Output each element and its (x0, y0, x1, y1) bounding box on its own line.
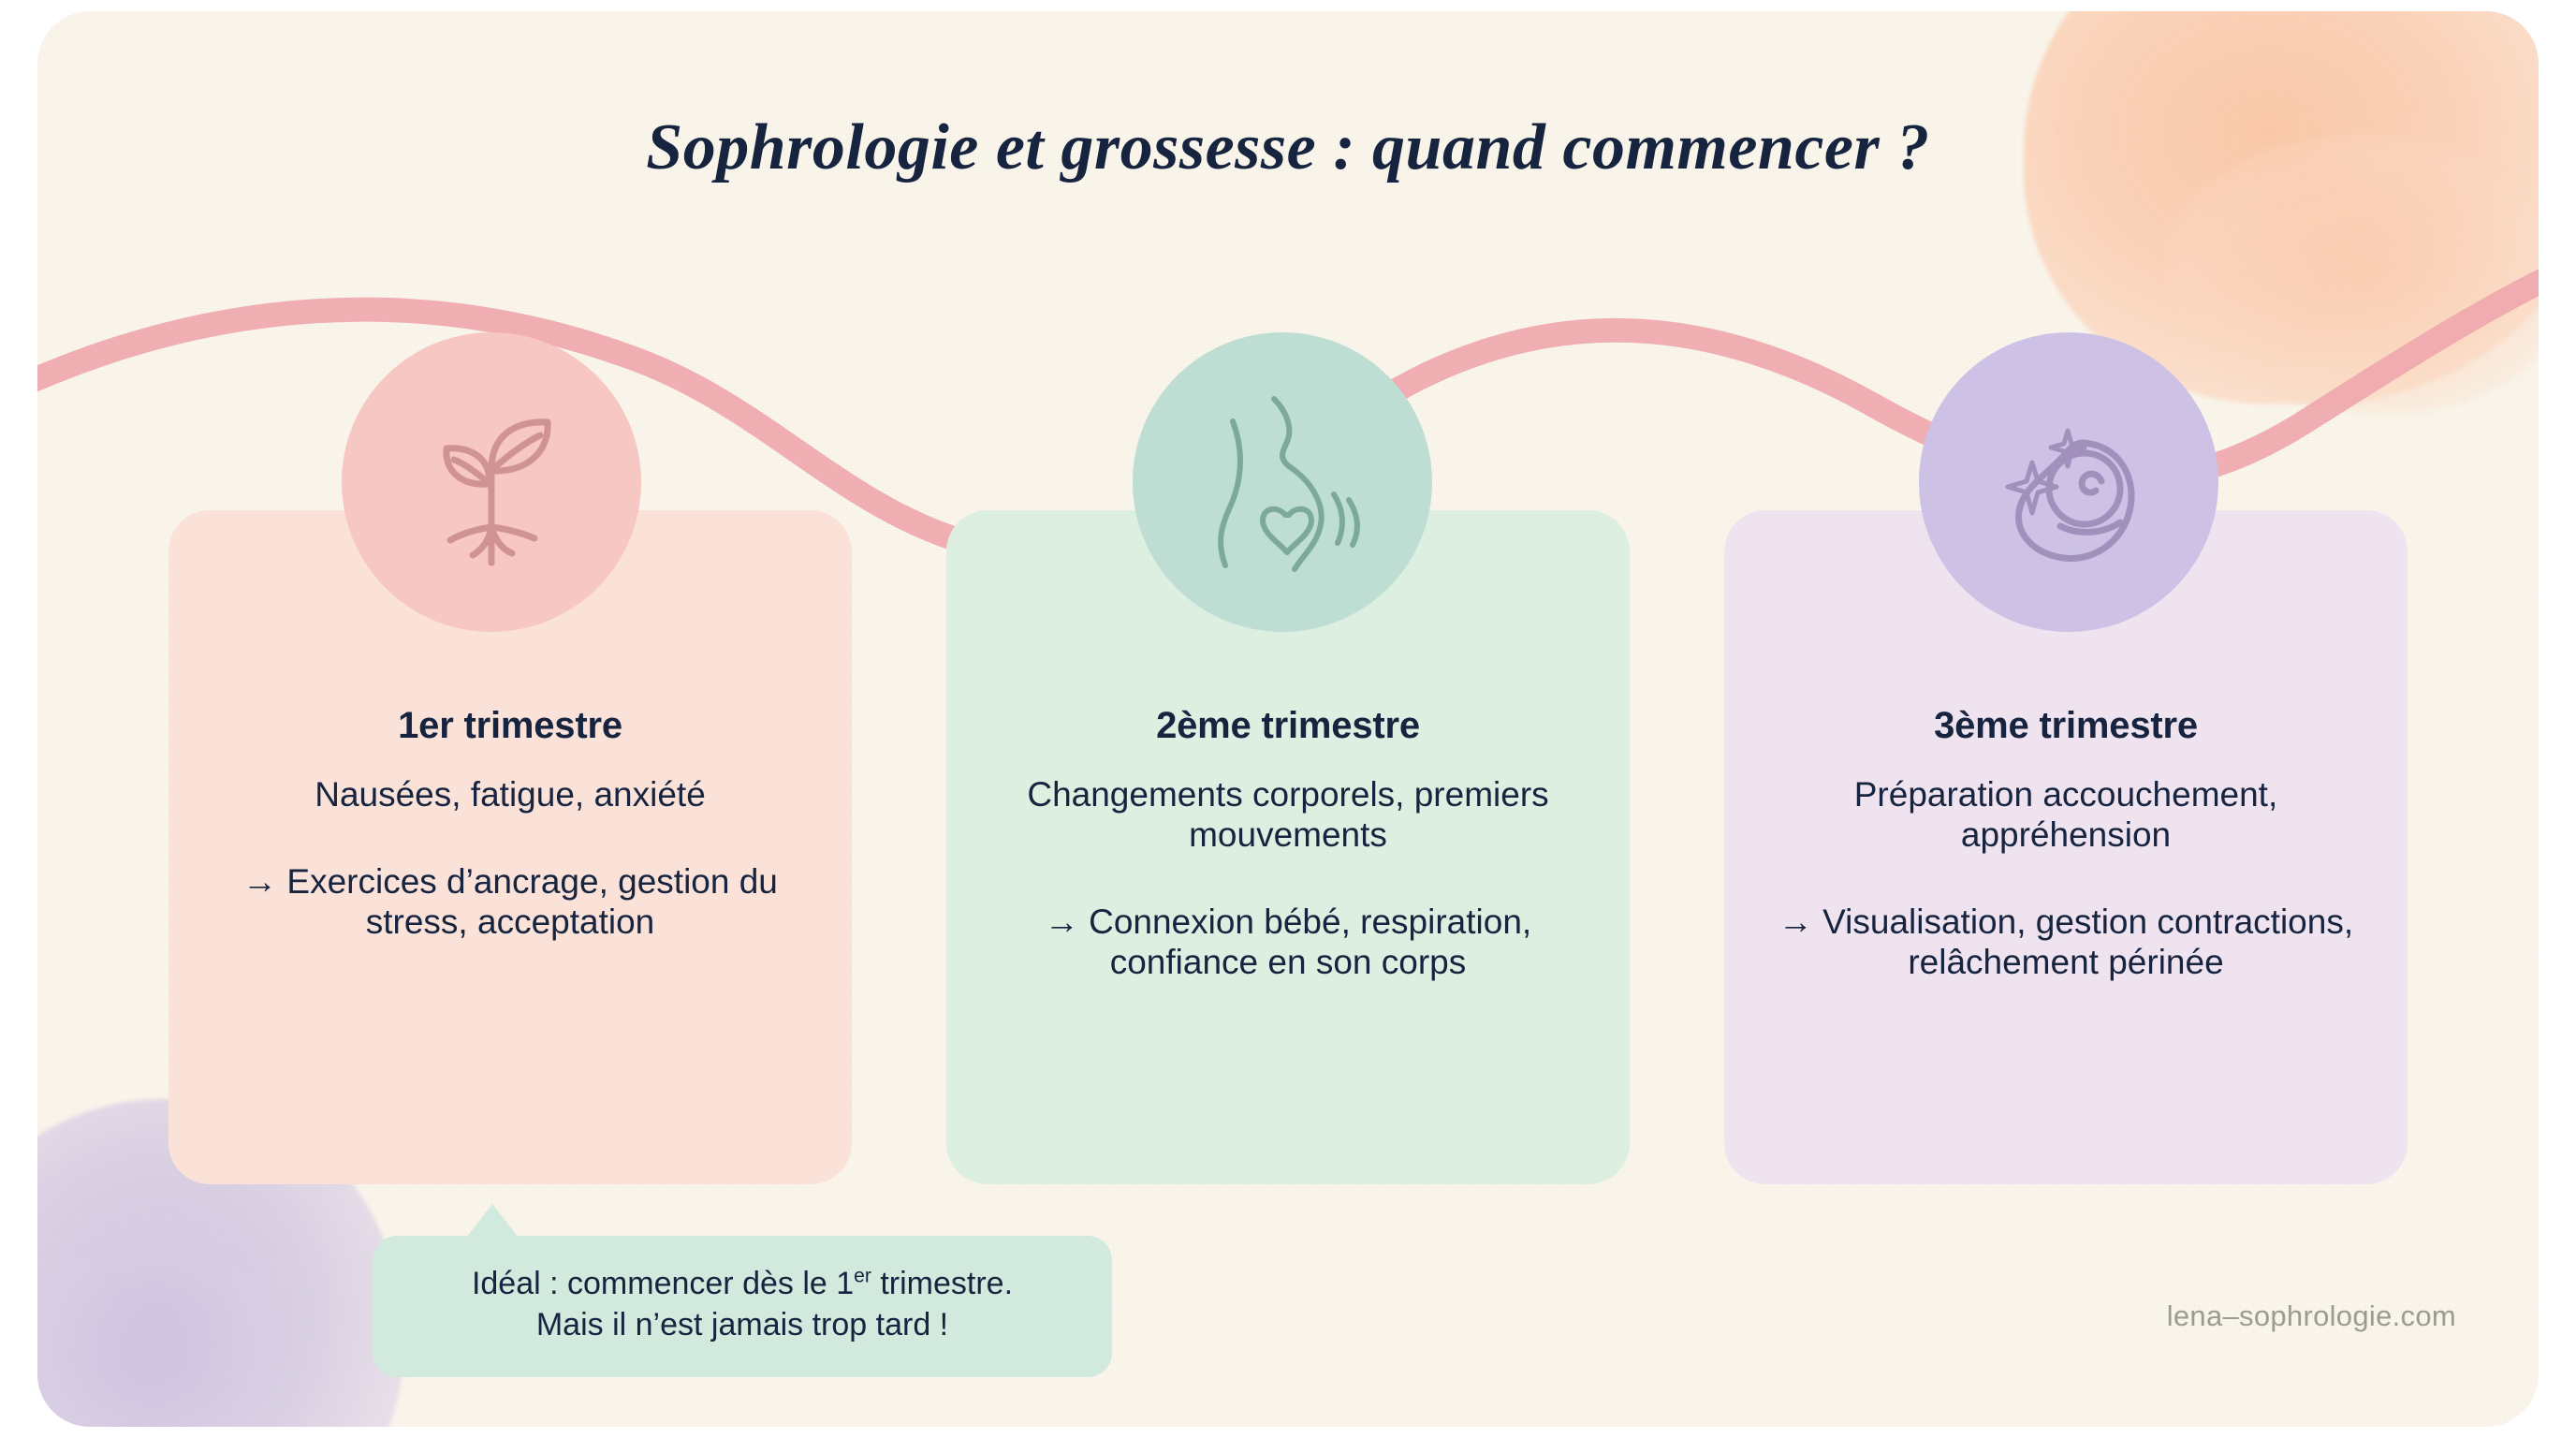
card-symptoms-trimester-1: Nausées, fatigue, anxiété (315, 775, 706, 814)
card-symptoms-trimester-3: Préparation accouchement, appréhension (1853, 775, 2278, 854)
lavender-watercolor-blob-secondary (37, 1240, 290, 1427)
sprout-icon (443, 418, 551, 566)
card-title-trimester-3: 3ème trimestre (1934, 705, 2198, 746)
callout-line-1-before: Idéal : commencer dès le 1 (471, 1266, 855, 1301)
card-title-trimester-2: 2ème trimestre (1156, 705, 1420, 746)
callout-line-2: Mais il n’est jamais trop tard ! (535, 1306, 949, 1343)
card-actions-text-trimester-3: Visualisation, gestion contractions, rel… (1822, 902, 2354, 981)
arrow-right-icon: → (242, 861, 278, 901)
arrow-right-icon: → (1778, 902, 1813, 941)
arrow-right-icon: → (1044, 902, 1079, 941)
pregnant-silhouette-icon (1218, 396, 1360, 572)
callout-bubble: Idéal : commencer dès le 1er trimestre. … (373, 1204, 1112, 1378)
card-actions-text-trimester-1: Exercices d’ancrage, gestion du stress, … (286, 861, 778, 941)
callout-tail-icon (466, 1204, 519, 1238)
card-actions-trimester-2: → Connexion bébé, respiration, confiance… (946, 902, 1630, 983)
callout-line-1: Idéal : commencer dès le 1er trimestre. (404, 1264, 1080, 1305)
callout-line-1-after: trimestre. (871, 1266, 1014, 1301)
icon-circle-trimester-1 (342, 332, 641, 632)
callout-ordinal-suffix: er (854, 1265, 871, 1287)
website-credit: lena–sophrologie.com (2166, 1299, 2456, 1332)
icon-circle-trimester-2 (1133, 332, 1432, 632)
swaddled-baby-icon (2005, 428, 2135, 562)
card-symptoms-trimester-2: Changements corporels, premiers mouvemen… (1027, 775, 1549, 854)
card-actions-text-trimester-2: Connexion bébé, respiration, confiance e… (1089, 902, 1532, 981)
page-title: Sophrologie et grossesse : quand commenc… (646, 111, 1930, 183)
card-title-trimester-1: 1er trimestre (398, 705, 622, 746)
card-actions-trimester-3: → Visualisation, gestion contractions, r… (1724, 902, 2408, 983)
icon-circle-trimester-3 (1919, 332, 2218, 632)
card-actions-trimester-1: → Exercices d’ancrage, gestion du stress… (168, 862, 852, 943)
